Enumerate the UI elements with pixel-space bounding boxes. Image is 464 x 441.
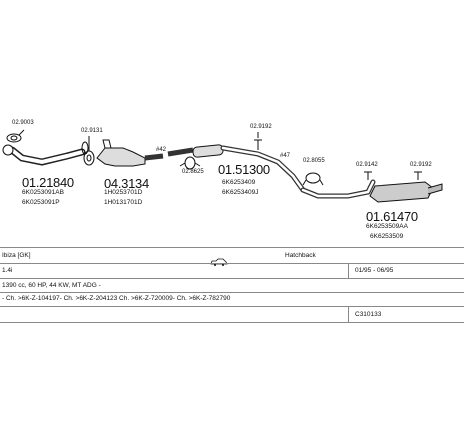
part-1-oem: 6K0253091AB <box>22 189 64 196</box>
part-3-code[interactable]: 04.3134 <box>104 176 149 191</box>
reference-code: C310133 <box>355 311 382 318</box>
part-3-oem: 1H0253701D <box>104 189 143 196</box>
table-row-divider <box>0 278 464 279</box>
hanger-1 <box>254 139 262 150</box>
part-5-code[interactable]: 01.51300 <box>218 162 270 177</box>
clamp-3 <box>184 156 196 170</box>
vehicle-model: Ibiza [GK] <box>2 252 31 259</box>
part-3-oem-2: 1H0131701D <box>104 199 143 206</box>
part-1-fitting-code: 02.9003 <box>12 120 34 126</box>
table-top-border <box>0 247 464 248</box>
table-column-divider <box>348 263 349 278</box>
table-row-divider <box>0 263 464 264</box>
part-9-oem: 6K6253509AA <box>366 223 408 230</box>
engine: 1.4i <box>2 267 13 274</box>
part-9-code[interactable]: 01.61470 <box>366 209 418 224</box>
tailpipe <box>427 183 443 195</box>
exhaust-system-diagram: 02.9003 01.21840 6K0253091AB 6K0253091P … <box>2 120 443 240</box>
engine-description: 1390 cc, 60 HP, 44 KW, MT ADG - <box>2 282 101 289</box>
part-5-oem-2: 6K6253409J <box>222 189 259 196</box>
part-5-fitting-code: 02.9192 <box>250 124 272 130</box>
front-gasket <box>6 133 22 143</box>
part-9-oem-2: 6K6253509 <box>370 233 404 240</box>
table-column-divider <box>348 306 349 322</box>
gasket-2 <box>83 150 95 166</box>
exhaust-drawing <box>2 129 443 203</box>
part-3-size: #42 <box>156 147 167 153</box>
middle-silencer <box>192 144 224 158</box>
car-icon <box>210 253 228 271</box>
part-5-size: #47 <box>280 153 291 159</box>
part-1-code[interactable]: 01.21840 <box>22 175 74 190</box>
vehicle-body: Hatchback <box>285 252 316 259</box>
part-7-fitting-code: 02.9142 <box>356 162 378 168</box>
production-years: 01/95 - 06/95 <box>355 267 394 274</box>
hanger-3 <box>414 171 422 180</box>
catalytic-converter <box>96 147 146 167</box>
part-8-fitting-code: 02.9192 <box>410 162 432 168</box>
clamp-4 <box>305 172 321 184</box>
part-1-oem-2: 6K0253091P <box>22 199 60 206</box>
part-2-fitting-code: 02.9131 <box>81 128 103 134</box>
chassis-numbers: - Ch. >6K-Z-104197- Ch. >6K-Z-204123 Ch.… <box>2 295 231 302</box>
table-row-divider <box>0 292 464 293</box>
rear-silencer <box>369 181 434 203</box>
hanger-2 <box>364 171 372 180</box>
table-bottom-border <box>0 322 464 323</box>
part-6-fitting-code: 02.8055 <box>303 158 325 164</box>
table-row-divider <box>0 306 464 307</box>
part-5-oem: 6K6253409 <box>222 179 256 186</box>
part-4-fitting-code: 02.8625 <box>182 169 204 175</box>
